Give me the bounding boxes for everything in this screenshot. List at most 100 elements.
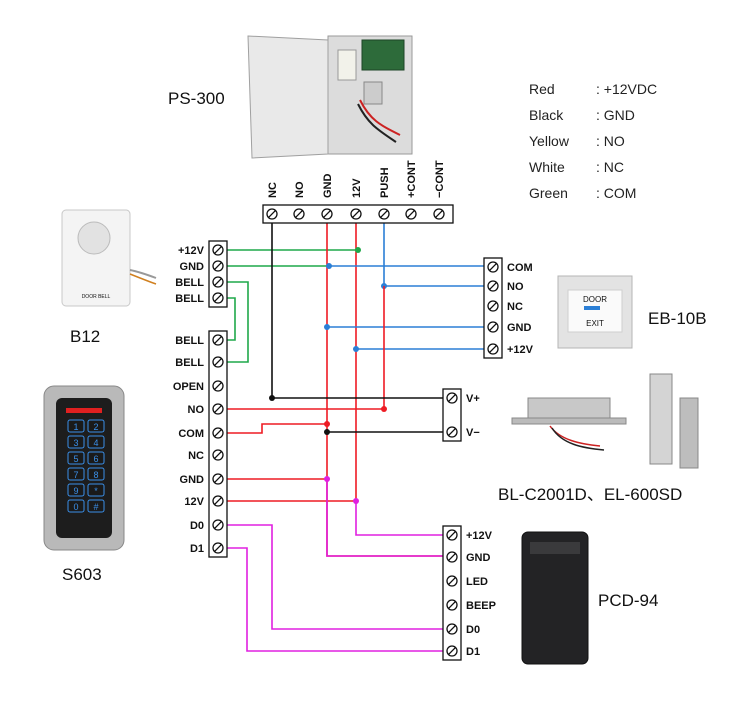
legend-color: Green bbox=[529, 185, 568, 201]
screw-slot bbox=[489, 302, 497, 310]
power-gnd-wire bbox=[326, 223, 447, 557]
legend-color: Black bbox=[529, 107, 564, 123]
keypad-com-wire bbox=[223, 423, 327, 434]
exit-door-text: DOOR bbox=[583, 295, 607, 304]
screw-slot bbox=[323, 210, 331, 218]
reader-12v-wire bbox=[355, 501, 447, 536]
screw-slot bbox=[214, 246, 222, 254]
keypad-key-label: 1 bbox=[73, 422, 78, 432]
keypad-main-terminal-label: NO bbox=[188, 404, 205, 416]
screw-slot bbox=[448, 647, 456, 655]
power-terminal-label: +CONT bbox=[406, 160, 418, 198]
bell-brand-text: DOOR BELL bbox=[82, 294, 111, 300]
keypad-key-label: 3 bbox=[73, 438, 78, 448]
screw-slot bbox=[214, 336, 222, 344]
keypad-top-terminal-label: BELL bbox=[175, 293, 204, 305]
junction-dot bbox=[381, 406, 387, 412]
screw-slot bbox=[448, 553, 456, 561]
screw-slot bbox=[448, 577, 456, 585]
power-supply-image bbox=[247, 35, 413, 159]
reader-terminal-label: D1 bbox=[466, 646, 480, 658]
reader-terminal-label: LED bbox=[466, 576, 488, 588]
keypad-key-label: # bbox=[93, 502, 98, 512]
exit-button-image bbox=[557, 275, 633, 349]
screw-slot bbox=[448, 394, 456, 402]
keypad-top-terminal-label: GND bbox=[180, 261, 205, 273]
screw-slot bbox=[489, 323, 497, 331]
junction-dot bbox=[324, 476, 330, 482]
keypad-main-terminal-label: NC bbox=[188, 450, 204, 462]
keypad-key-label: * bbox=[94, 486, 98, 496]
keypad-key bbox=[67, 467, 85, 481]
keypad-main-terminal-label: 12V bbox=[184, 496, 204, 508]
screw-slot bbox=[489, 263, 497, 271]
junction-dot bbox=[324, 429, 330, 435]
exit-terminal-label: NC bbox=[507, 301, 523, 313]
bell-label: B12 bbox=[70, 327, 100, 346]
keypad-top-terminal bbox=[208, 240, 228, 308]
screw-slot bbox=[352, 210, 360, 218]
junction-dot bbox=[355, 247, 361, 253]
keypad-key bbox=[87, 483, 105, 497]
power-terminal-label: GND bbox=[322, 174, 334, 199]
power-supply-label: PS-300 bbox=[168, 89, 225, 108]
screw-slot bbox=[295, 210, 303, 218]
screw-slot bbox=[214, 475, 222, 483]
power-terminal-label: NO bbox=[294, 181, 306, 198]
screw-slot bbox=[380, 210, 388, 218]
reader-d0-wire bbox=[223, 524, 447, 630]
keypad-key bbox=[67, 451, 85, 465]
exit-button-label: EB-10B bbox=[648, 309, 707, 328]
legend-color: White bbox=[529, 159, 565, 175]
screw-slot bbox=[214, 294, 222, 302]
legend-meaning: : GND bbox=[596, 107, 635, 123]
lock-terminal-label: V− bbox=[466, 427, 480, 439]
keypad-main-terminal-label: D0 bbox=[190, 520, 204, 532]
power-terminal-label: 12V bbox=[351, 178, 363, 198]
screw-slot bbox=[448, 625, 456, 633]
reader-gnd-wire bbox=[326, 479, 447, 557]
reader-label: PCD-94 bbox=[598, 591, 658, 610]
power-terminal-label: −CONT bbox=[434, 160, 446, 198]
legend-meaning: : +12VDC bbox=[596, 81, 657, 97]
screw-slot bbox=[214, 382, 222, 390]
lock-terminal bbox=[442, 388, 462, 442]
legend-color: Red bbox=[529, 81, 555, 97]
keypad-main-terminal-label: OPEN bbox=[173, 381, 204, 393]
keypad-image bbox=[43, 385, 125, 551]
junction-dot bbox=[353, 346, 359, 352]
keypad-key bbox=[87, 499, 105, 513]
screw-slot bbox=[448, 531, 456, 539]
keypad-key bbox=[67, 435, 85, 449]
exit-terminal-label: NO bbox=[507, 281, 524, 293]
screw-slot bbox=[214, 544, 222, 552]
keypad-key-label: 5 bbox=[73, 454, 78, 464]
keypad-main-terminal-label: COM bbox=[178, 428, 204, 440]
keypad-key bbox=[87, 467, 105, 481]
keypad-key-label: 2 bbox=[93, 422, 98, 432]
keypad-key bbox=[67, 499, 85, 513]
wires bbox=[223, 223, 488, 652]
reader-terminal-label: D0 bbox=[466, 624, 480, 636]
screw-slot bbox=[214, 262, 222, 270]
keypad-key bbox=[87, 451, 105, 465]
keypad-key-label: 4 bbox=[93, 438, 98, 448]
screw-slot bbox=[489, 345, 497, 353]
keypad-key bbox=[67, 483, 85, 497]
exit-exit-text: EXIT bbox=[586, 319, 604, 328]
keypad-key-label: 7 bbox=[73, 470, 78, 480]
power-terminal-label: PUSH bbox=[379, 167, 391, 198]
screw-slot bbox=[448, 428, 456, 436]
keypad-label: S603 bbox=[62, 565, 102, 584]
screw-slot bbox=[214, 451, 222, 459]
exit-terminal-label: +12V bbox=[507, 344, 534, 356]
screw-slot bbox=[214, 521, 222, 529]
bell-wire bbox=[223, 281, 249, 363]
screw-slot bbox=[214, 278, 222, 286]
screw-slot bbox=[214, 358, 222, 366]
bell-image bbox=[61, 209, 157, 307]
keypad-key-label: 0 bbox=[73, 502, 78, 512]
